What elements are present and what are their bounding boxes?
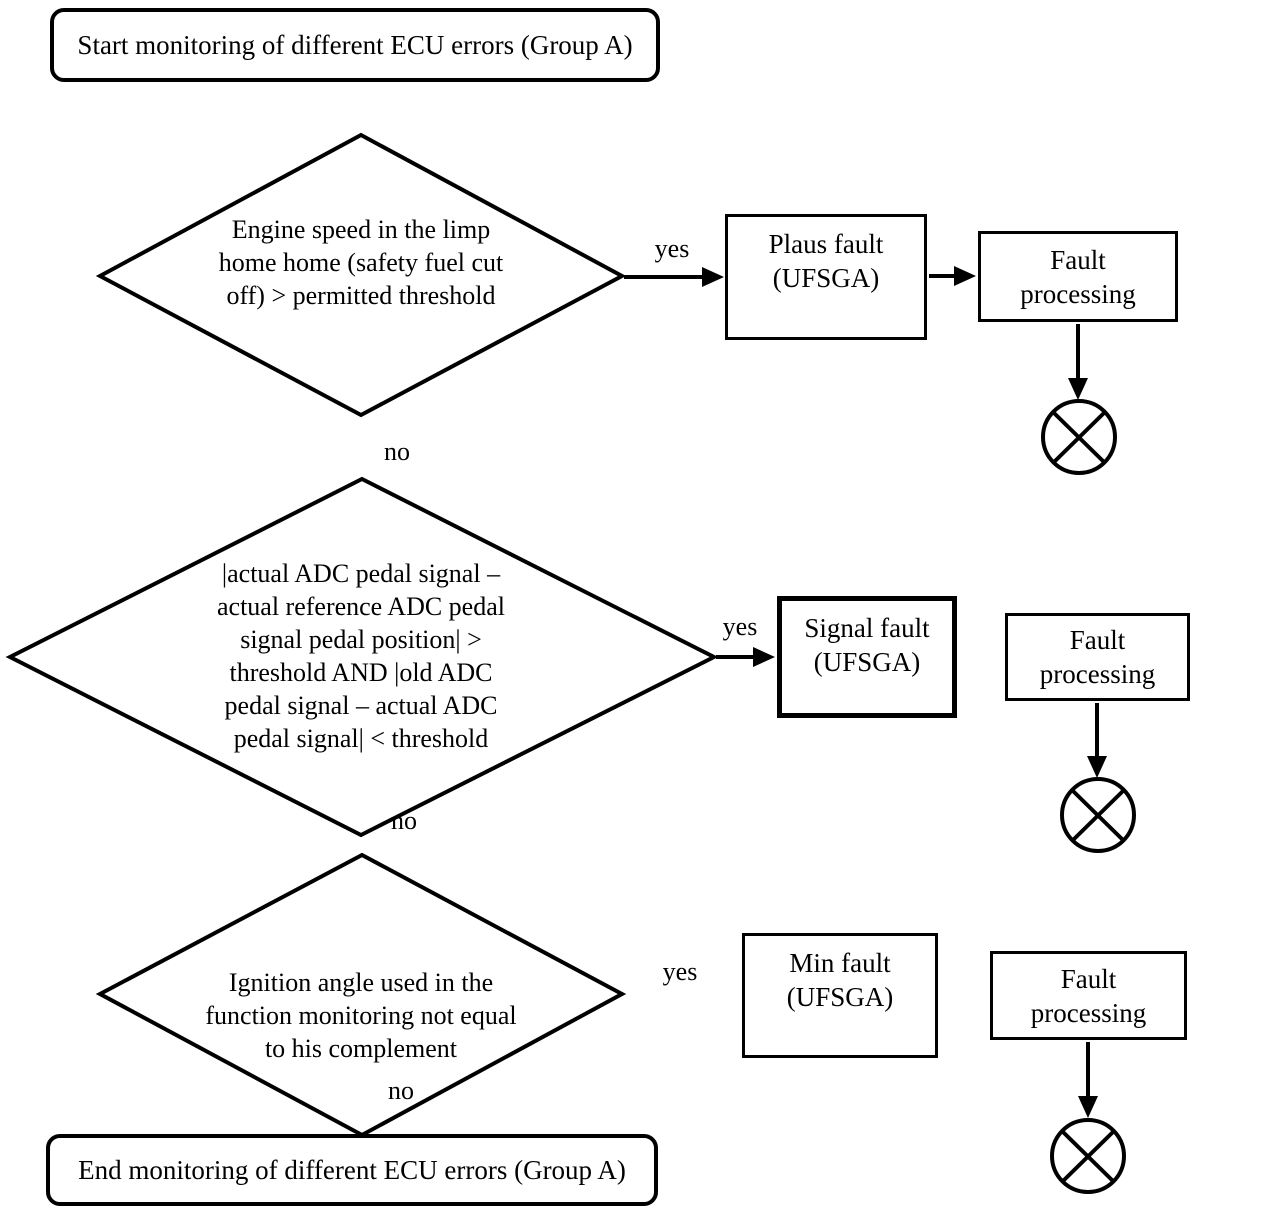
arrow-fault-processing-3-to-terminator xyxy=(1078,1042,1098,1118)
fault-processing-box-1: Fault processing xyxy=(978,231,1178,322)
plaus-fault-box: Plaus fault (UFSGA) xyxy=(725,214,927,340)
branch-label-yes-1: yes xyxy=(654,234,690,263)
min-fault-box: Min fault (UFSGA) xyxy=(742,933,938,1058)
decision-3-text: Ignition angle used in the function moni… xyxy=(205,968,517,1063)
branch-label-no-1: no xyxy=(384,437,410,466)
branch-label-yes-3: yes xyxy=(662,957,698,986)
arrow-fault-processing-1-to-terminator xyxy=(1068,324,1088,400)
arrow-yes-to-signal-fault xyxy=(716,647,775,667)
terminator-circle-3 xyxy=(1050,1118,1126,1194)
branch-label-yes-2: yes xyxy=(722,612,758,641)
terminator-circle-2 xyxy=(1060,777,1136,853)
end-terminator: End monitoring of different ECU errors (… xyxy=(46,1134,658,1206)
fault-processing-box-2: Fault processing xyxy=(1005,613,1190,701)
fault-processing-box-3: Fault processing xyxy=(990,951,1187,1040)
signal-fault-box: Signal fault (UFSGA) xyxy=(777,596,957,718)
decision-diamond-engine-speed xyxy=(95,132,627,418)
branch-label-no-3: no xyxy=(388,1076,414,1105)
arrow-plaus-to-fault-processing xyxy=(929,266,976,286)
decision-2-text: |actual ADC pedal signal – actual refere… xyxy=(216,559,505,753)
branch-label-no-2: no xyxy=(391,806,417,835)
arrow-fault-processing-2-to-terminator xyxy=(1087,703,1107,778)
decision-diamond-adc-pedal-signal xyxy=(5,476,719,838)
start-terminator: Start monitoring of different ECU errors… xyxy=(50,8,660,82)
terminator-circle-1 xyxy=(1041,399,1117,475)
decision-1-text: Engine speed in the limp home home (safe… xyxy=(218,215,504,310)
arrow-yes-to-plaus-fault xyxy=(624,267,724,287)
